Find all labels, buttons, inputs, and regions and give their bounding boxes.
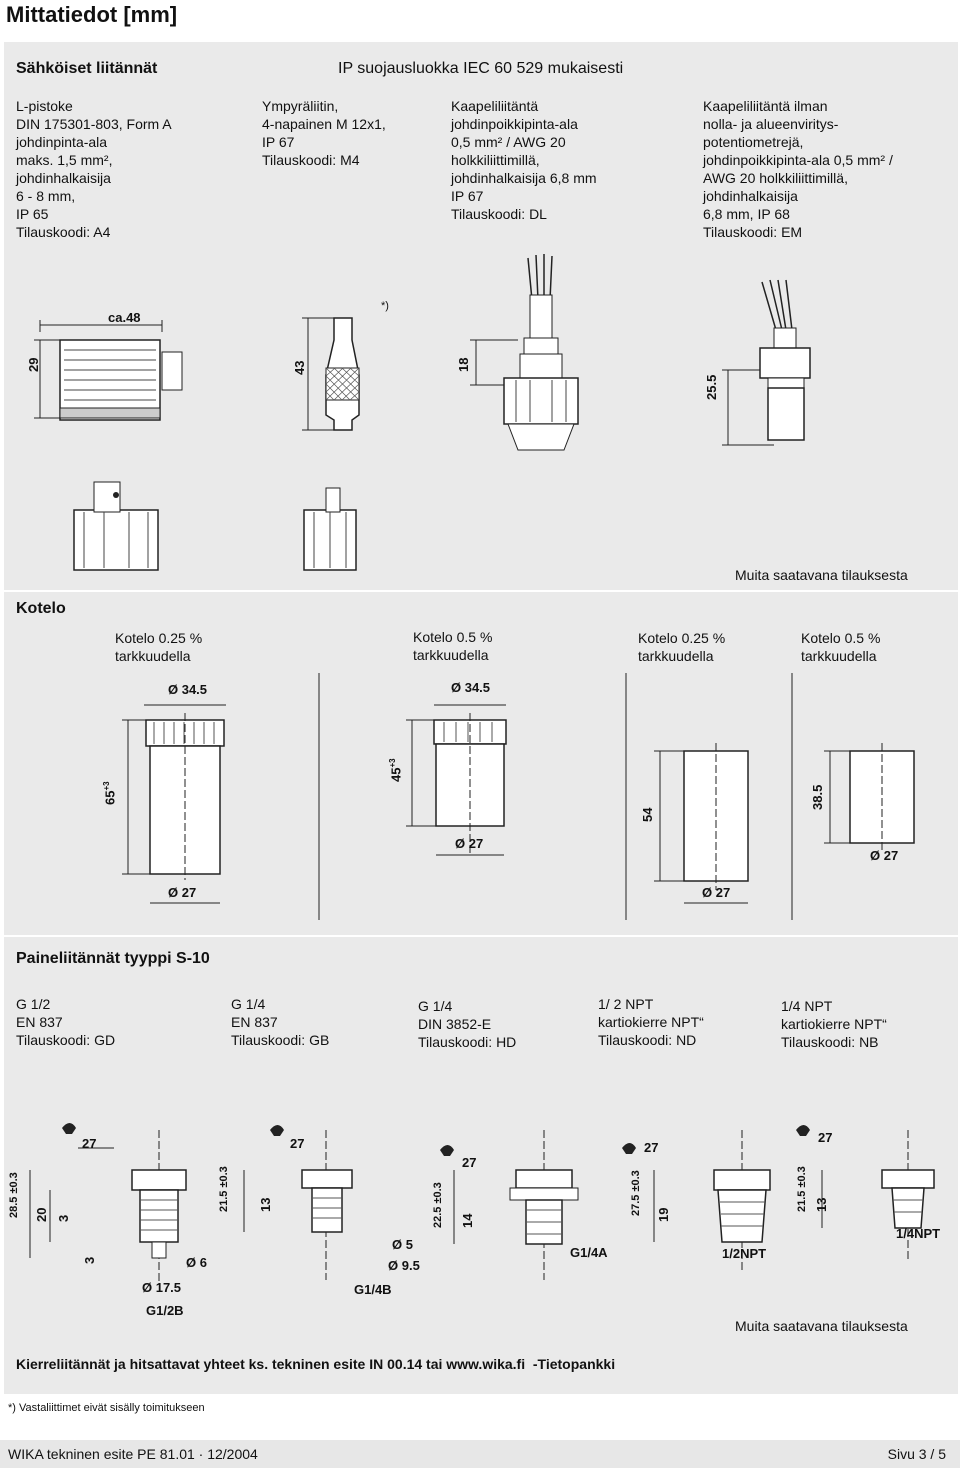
hd-wrench: 27 [462,1155,477,1170]
gb-dim: 21.5 ±0.3 [218,1166,230,1212]
housing-1-drawing [122,704,226,904]
pressure-item-gd: G 1/2 EN 837 Tilauskoodi: GD [16,996,116,1048]
electrical-item-m4: Ympyräliitin, 4-napainen M 12x1, IP 67 T… [262,98,386,168]
electrical-drawings [34,254,811,571]
housing-4-bottom-dia: Ø 27 [870,848,899,863]
housing-1-height: 65+3 [102,781,118,805]
gd-dim: 28.5 ±0.3 [8,1172,20,1218]
gd-dim: G1/2B [146,1303,184,1318]
gb-dim: Ø 9.5 [388,1258,420,1273]
housing-drawings [122,673,915,920]
nd-fitting-drawing [622,1130,771,1270]
a4-height-dim: 29 [26,357,41,372]
electrical-item-em: Kaapeliliitäntä ilman nolla- ja alueenvi… [703,98,893,240]
footnote: *) Vastaliittimet eivät sisälly toimituk… [8,1402,205,1414]
gd-dim: Ø 6 [186,1255,207,1270]
nb-dim: 13 [814,1197,829,1212]
a4-plug-drawing [34,320,183,571]
gd-fitting-drawing [29,1123,187,1285]
a4-width-dim: ca.48 [108,310,141,325]
housing-1-bottom-dia: Ø 27 [168,885,197,900]
content-panel [4,42,958,1394]
housing-1-top-dia: Ø 34.5 [168,682,208,697]
housing-item-label: Kotelo 0.25 % tarkkuudella [638,630,726,664]
housing-3-height: 54 [640,807,655,822]
nb-wrench: 27 [818,1130,833,1145]
m4-height-dim: 43 [292,360,307,375]
pressure-item-gb: G 1/4 EN 837 Tilauskoodi: GB [231,996,330,1048]
housing-3-drawing [654,743,749,904]
housing-item-label: Kotelo 0.25 % tarkkuudella [115,630,203,664]
em-cable-drawing [722,279,811,446]
threaded-connections-note: Kierreliitännät ja hitsattavat yhteet ks… [16,1356,616,1372]
gb-dim: 13 [258,1197,273,1212]
electrical-item-dl: Kaapeliliitäntä johdinpoikkipinta-ala 0,… [451,98,597,222]
section-divider [4,935,958,937]
ip-note: IP suojausluokka IEC 60 529 mukaisesti [338,60,624,77]
pressure-item-nb: 1/4 NPT kartiokierre NPT“ Tilauskoodi: N… [781,998,887,1050]
gb-wrench: 27 [290,1136,305,1151]
housing-item-label: Kotelo 0.5 % tarkkuudella [801,630,881,664]
housing-heading: Kotelo [16,600,66,617]
housing-4-height: 38.5 [810,784,825,810]
section-divider [4,590,958,592]
housing-2-bottom-dia: Ø 27 [455,836,484,851]
footer-bar [0,1440,960,1468]
housing-item-label: Kotelo 0.5 % tarkkuudella [413,629,493,663]
footer-page-number: Sivu 3 / 5 [887,1446,946,1462]
dl-height-dim: 18 [456,357,471,372]
gb-dim: Ø 5 [392,1237,413,1252]
page-title: Mittatiedot [mm] [6,2,178,27]
nd-dim: 19 [656,1207,671,1222]
dl-cable-drawing [470,254,579,451]
gb-fitting-drawing [243,1125,353,1280]
m4-connector-drawing [302,317,360,571]
pressure-item-nd: 1/ 2 NPT kartiokierre NPT“ Tilauskoodi: … [598,996,704,1048]
nd-dim: 27.5 ±0.3 [630,1170,642,1216]
availability-note: Muita saatavana tilauksesta [735,1318,908,1334]
gd-dim: Ø 17.5 [142,1280,182,1295]
pressure-item-hd: G 1/4 DIN 3852-E Tilauskoodi: HD [418,998,517,1050]
availability-note: Muita saatavana tilauksesta [735,567,908,583]
gd-dim: 3 [56,1214,71,1222]
housing-4-drawing [824,743,915,853]
hd-dim: 14 [460,1213,475,1228]
housing-3-bottom-dia: Ø 27 [702,885,731,900]
hd-fitting-drawing [440,1130,579,1280]
housing-2-drawing [406,704,507,856]
gd-wrench: 27 [82,1136,97,1151]
electrical-heading: Sähköiset liitännät [16,60,158,77]
gb-dim: G1/4B [354,1282,392,1297]
electrical-item-a4: L-pistoke DIN 175301-803, Form A johdinp… [16,98,172,240]
gd-dim: 20 [34,1207,49,1222]
hd-dim: 22.5 ±0.3 [432,1182,444,1228]
footnote-mark: *) [381,300,389,312]
pressure-heading: Paineliitännät tyyppi S-10 [16,950,210,967]
nb-dim: 1/4NPT [896,1226,941,1241]
gd-dim: 3 [82,1256,97,1264]
nb-dim: 21.5 ±0.3 [796,1166,808,1212]
pressure-drawings [29,1123,935,1285]
hd-dim: G1/4A [570,1245,608,1260]
footer-doc-ref: WIKA tekninen esite PE 81.01 · 12/2004 [8,1446,258,1462]
em-height-dim: 25.5 [704,374,719,400]
nd-wrench: 27 [644,1140,659,1155]
housing-2-height: 45+3 [388,758,404,782]
housing-2-top-dia: Ø 34.5 [451,680,491,695]
nd-dim: 1/2NPT [722,1246,767,1261]
nb-fitting-drawing [796,1125,935,1260]
